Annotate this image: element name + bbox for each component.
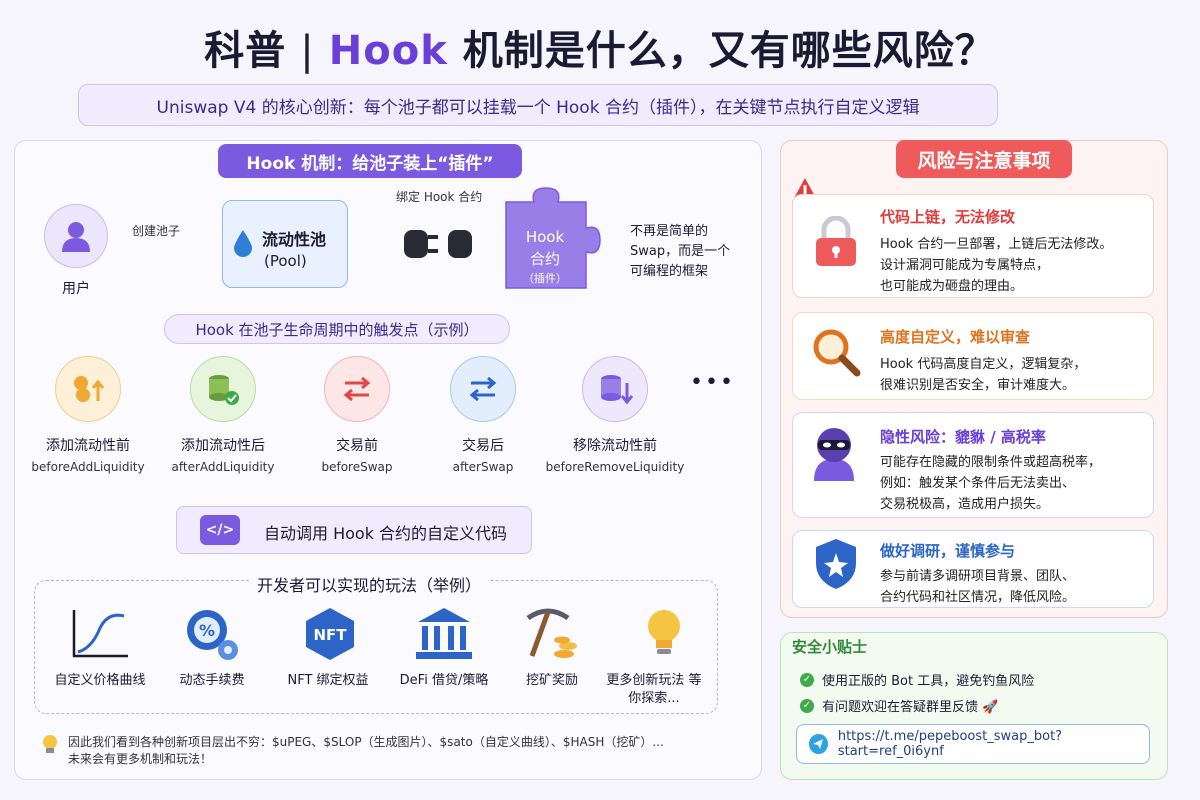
lock-icon bbox=[808, 214, 864, 270]
mechanism-panel bbox=[14, 140, 762, 780]
lifecycle-title: Hook 在池子生命周期中的触发点（示例） bbox=[164, 314, 510, 344]
puzzle-piece-icon bbox=[505, 187, 601, 289]
risk-card-hidden bbox=[792, 412, 1154, 518]
check-icon: ✓ bbox=[800, 698, 814, 713]
page-title: 科普 | Hook 机制是什么，又有哪些风险？ bbox=[0, 18, 1200, 76]
percent-text: % bbox=[199, 621, 215, 640]
node-english: beforeSwap bbox=[321, 460, 393, 474]
auto-call-label: 自动调用 Hook 合约的自定义代码 bbox=[264, 524, 508, 543]
risk-card-title: 代码上链，无法修改 bbox=[880, 208, 1016, 226]
pool-english: (Pool) bbox=[264, 252, 307, 270]
magnifier-icon bbox=[808, 324, 864, 380]
node-english: afterSwap bbox=[452, 460, 514, 474]
title-prefix: 科普 bbox=[204, 28, 287, 74]
dev-item-label: 动态手续费 bbox=[179, 673, 245, 688]
after-swap-icon bbox=[450, 356, 516, 422]
note-bulb-icon bbox=[43, 735, 57, 753]
pool-name: 流动性池 bbox=[262, 230, 327, 249]
plug-icon bbox=[404, 230, 472, 258]
node-label: 交易后 bbox=[462, 438, 504, 454]
risk-card-body: Hook 代码高度自定义，逻辑复杂， 很难识别是否安全，审计难度大。 bbox=[880, 354, 1086, 396]
risk-card-line: 合约代码和社区情况，降低风险。 bbox=[880, 590, 1076, 605]
risk-card-body: 可能存在隐藏的限制条件或超高税率， 例如：触发某个条件后无法卖出、 交易税极高，… bbox=[880, 452, 1101, 515]
bind-hook-label: 绑定 Hook 合约 bbox=[396, 190, 483, 204]
risk-card-title: 隐性风险：貔貅 / 高税率 bbox=[880, 428, 1046, 446]
percent-gear-icon: % bbox=[182, 606, 242, 662]
risk-card-line: 交易税极高，造成用户损失。 bbox=[880, 497, 1050, 512]
risk-card-title: 高度自定义，难以审查 bbox=[880, 328, 1031, 346]
title-highlight: Hook bbox=[328, 28, 448, 74]
telegram-link[interactable]: https://t.me/pepeboost_swap_bot?start=re… bbox=[796, 724, 1150, 764]
innovation-note: 因此我们看到各种创新项目层出不穷：$uPEG、$SLOP（生成图片）、$sato… bbox=[68, 734, 708, 768]
node-english: afterAddLiquidity bbox=[171, 460, 275, 474]
create-pool-label: 创建池子 bbox=[132, 224, 181, 238]
add-liquidity-after-icon bbox=[190, 356, 256, 422]
check-icon: ✓ bbox=[800, 672, 814, 687]
pickaxe-coins-icon bbox=[522, 606, 582, 662]
dev-item-label: 自定义价格曲线 bbox=[54, 673, 146, 688]
tip-item: ✓ 使用正版的 Bot 工具，避免钓鱼风险 bbox=[800, 670, 1034, 689]
water-drop-icon bbox=[234, 230, 252, 257]
risk-card-line: 参与前请多调研项目背景、团队、 bbox=[880, 569, 1076, 584]
telegram-icon bbox=[809, 734, 828, 754]
before-swap-icon bbox=[324, 356, 390, 422]
lightbulb-icon bbox=[634, 606, 694, 662]
title-rest: 机制是什么，又有哪些风险？ bbox=[462, 28, 996, 74]
note-line-2: 未来会有更多机制和玩法！ bbox=[68, 752, 213, 766]
node-label: 移除流动性前 bbox=[573, 438, 657, 454]
risk-card-body: 参与前请多调研项目背景、团队、 合约代码和社区情况，降低风险。 bbox=[880, 566, 1075, 608]
risk-card-title: 做好调研，谨慎参与 bbox=[880, 542, 1016, 560]
tip-text: 使用正版的 Bot 工具，避免钓鱼风险 bbox=[822, 674, 1035, 689]
risk-card-line: 也可能成为砸盘的理由。 bbox=[880, 279, 1024, 294]
tip-item: ✓ 有问题欢迎在答疑群里反馈 🚀 bbox=[800, 696, 998, 715]
developer-title: 开发者可以实现的玩法（举例） bbox=[250, 572, 488, 596]
nft-text: NFT bbox=[313, 626, 347, 644]
shield-icon bbox=[808, 536, 864, 592]
risk-card-immutable bbox=[792, 194, 1154, 298]
bank-icon bbox=[414, 606, 474, 662]
dev-item-label: DeFi 借贷/策略 bbox=[399, 673, 489, 688]
risk-card-line: 例如：触发某个条件后无法卖出、 bbox=[880, 476, 1076, 491]
node-english: beforeAddLiquidity bbox=[31, 460, 145, 474]
tip-text: 有问题欢迎在答疑群里反馈 🚀 bbox=[822, 700, 999, 715]
node-label: 添加流动性前 bbox=[46, 438, 130, 454]
hook-label-line2: 合约 bbox=[529, 250, 560, 268]
safety-tips-title: 安全小贴士 bbox=[792, 638, 868, 656]
dev-item-label: 更多创新玩法 等你探索... bbox=[606, 673, 702, 706]
note-line-1: 因此我们看到各种创新项目层出不穷：$uPEG、$SLOP（生成图片）、$sato… bbox=[68, 735, 664, 749]
thief-icon bbox=[806, 424, 862, 481]
hook-label-line1: Hook bbox=[525, 228, 565, 246]
risk-card-body: Hook 合约一旦部署，上链后无法修改。 设计漏洞可能成为专属特点， 也可能成为… bbox=[880, 234, 1112, 297]
title-separator: | bbox=[300, 28, 315, 74]
remove-liquidity-before-icon bbox=[582, 356, 648, 422]
user-label: 用户 bbox=[62, 281, 90, 297]
node-label: 添加流动性后 bbox=[181, 438, 265, 454]
dev-item-label: 挖矿奖励 bbox=[525, 673, 578, 688]
mechanism-title: Hook 机制：给池子装上“插件” bbox=[218, 144, 522, 178]
programmable-note: 不再是简单的 Swap，而是一个可编程的框架 bbox=[630, 224, 731, 279]
risk-card-line: Hook 代码高度自定义，逻辑复杂， bbox=[880, 357, 1087, 372]
dev-item-label: NFT 绑定权益 bbox=[287, 673, 369, 688]
more-dots: ••• bbox=[690, 370, 735, 395]
risk-card-line: 很难识别是否安全，审计难度大。 bbox=[880, 378, 1076, 393]
subtitle-banner: Uniswap V4 的核心创新：每个池子都可以挂载一个 Hook 合约（插件）… bbox=[78, 84, 998, 126]
curve-chart-icon bbox=[70, 606, 130, 662]
node-label: 交易前 bbox=[336, 438, 378, 454]
user-avatar-icon bbox=[44, 204, 108, 268]
risk-card-line: Hook 合约一旦部署，上链后无法修改。 bbox=[880, 237, 1113, 252]
risk-card-line: 可能存在隐藏的限制条件或超高税率， bbox=[880, 455, 1102, 470]
risk-card-line: 设计漏洞可能成为专属特点， bbox=[880, 258, 1050, 273]
add-liquidity-before-icon bbox=[55, 356, 121, 422]
risk-title: 风险与注意事项 bbox=[896, 140, 1072, 178]
telegram-link-text[interactable]: https://t.me/pepeboost_swap_bot?start=re… bbox=[837, 729, 1063, 759]
nft-hexagon-icon: NFT bbox=[300, 606, 360, 662]
risk-card-customizable bbox=[792, 312, 1154, 400]
node-english: beforeRemoveLiquidity bbox=[545, 460, 685, 474]
hook-label-line3: （插件） bbox=[523, 272, 567, 285]
code-icon: </> bbox=[200, 515, 240, 545]
